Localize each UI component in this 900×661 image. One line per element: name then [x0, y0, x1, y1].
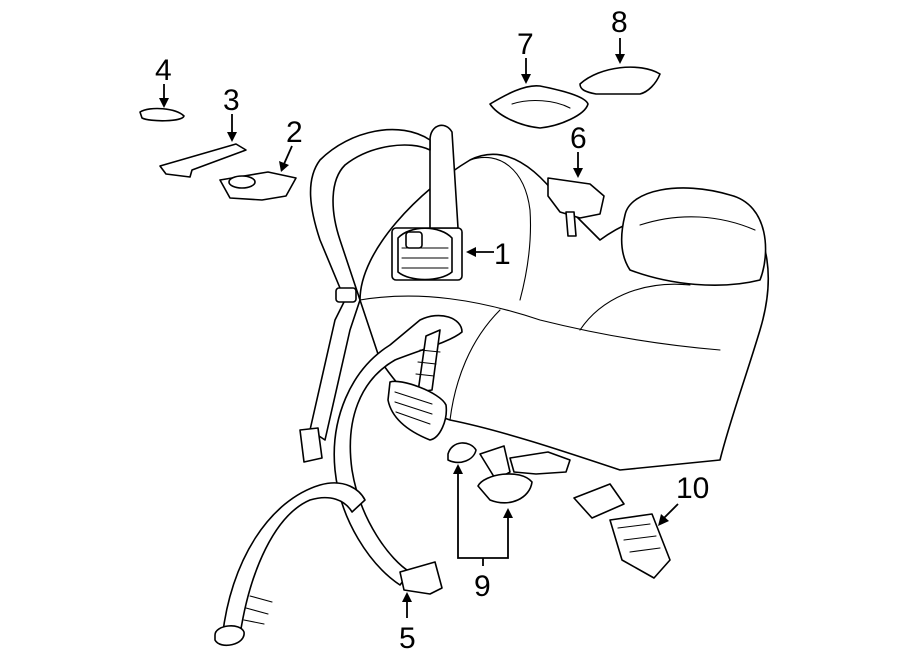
head-restraint: [620, 187, 767, 286]
part-7-trim: [489, 85, 589, 129]
part-9-buckle: [447, 442, 571, 504]
leader-lines: [159, 38, 679, 618]
callout-9: 9: [474, 570, 491, 603]
callout-6: 6: [570, 122, 587, 155]
upper-belt-webbing: [299, 124, 459, 463]
callout-3: 3: [223, 84, 240, 117]
part-3-cover: [159, 143, 247, 178]
part-8-cover: [579, 66, 661, 95]
part-1-retractor: [391, 227, 463, 281]
callout-1: 1: [494, 238, 511, 271]
part-6-buckle-guide: [547, 177, 605, 237]
part-4-cap: [139, 107, 185, 122]
callout-8: 8: [611, 6, 628, 39]
part-5-lower-belt: [214, 314, 463, 647]
part-10-buckle: [573, 483, 671, 579]
callout-10: 10: [676, 472, 709, 505]
callout-7: 7: [517, 28, 534, 61]
callout-2: 2: [286, 116, 303, 149]
callout-4: 4: [155, 54, 172, 87]
part-2-guide: [219, 171, 297, 201]
callout-5: 5: [399, 622, 416, 655]
